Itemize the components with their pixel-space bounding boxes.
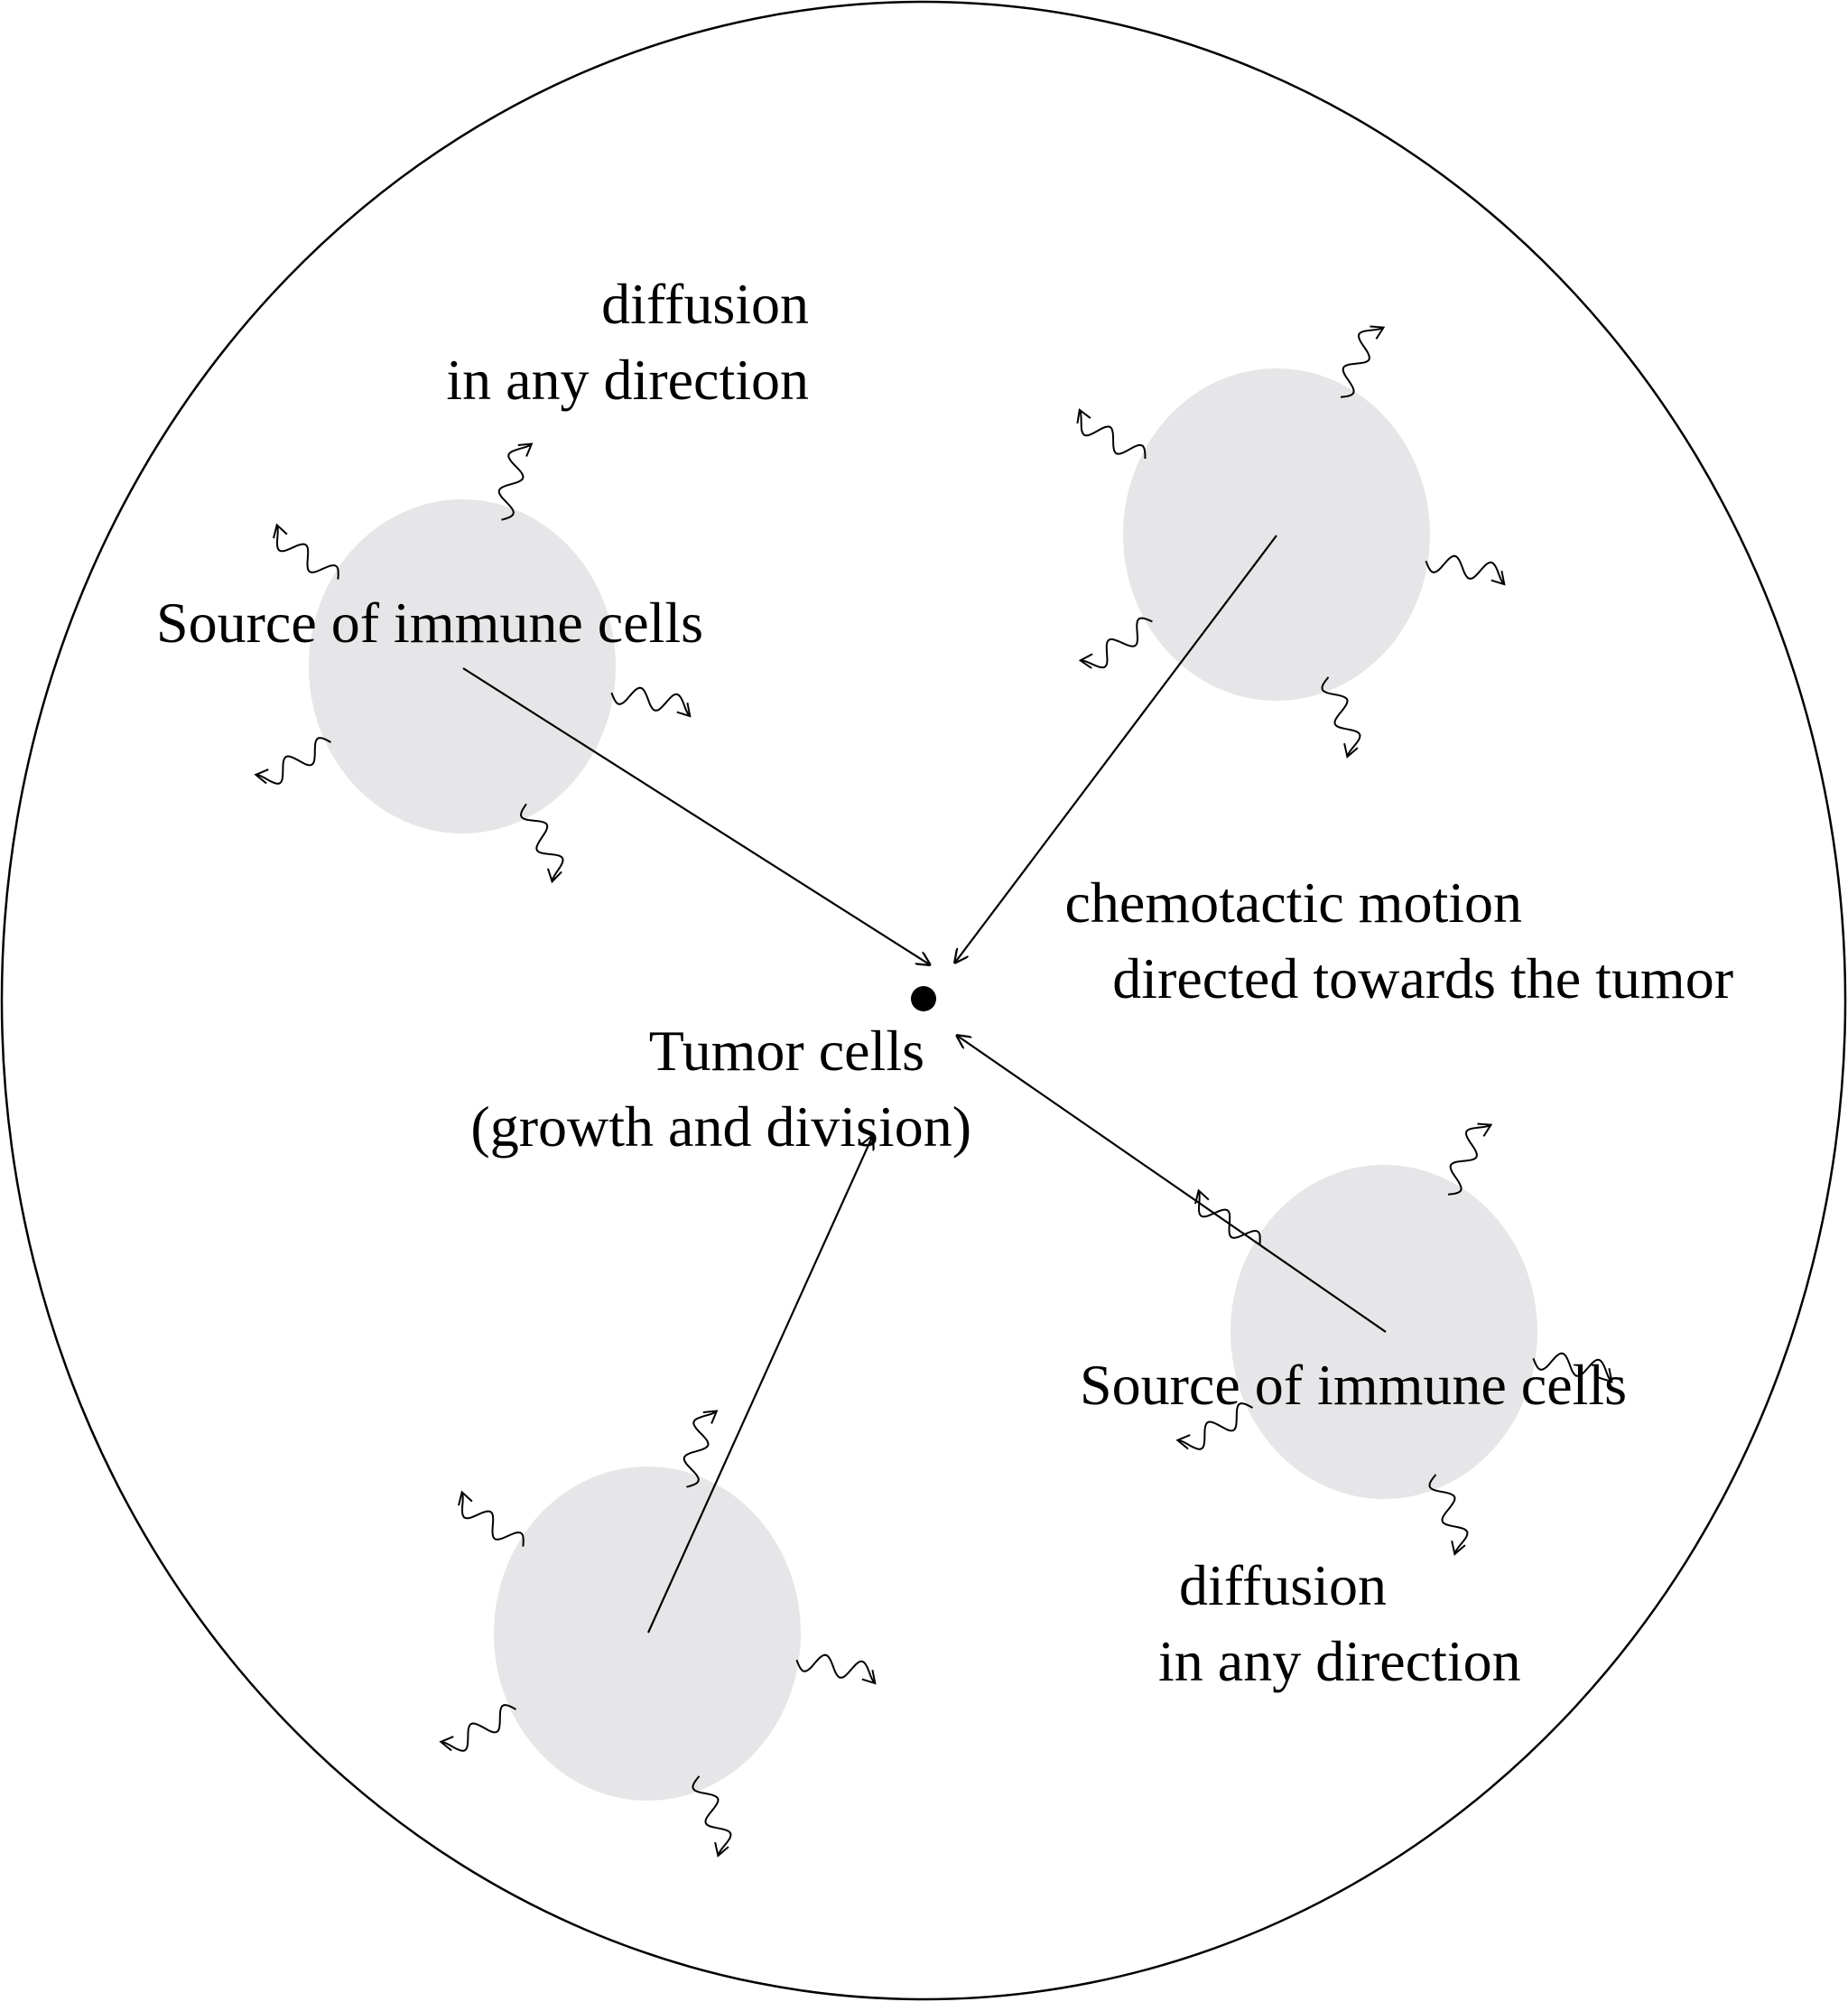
source-label-bottom-text: Source of immune cells [1080,1353,1628,1417]
diffusion-squiggle [255,737,331,785]
diffusion-arrowhead [1477,1122,1493,1137]
diffusion-squiggle [683,1410,718,1488]
diffusion-squiggle [1177,1402,1253,1450]
diffusion-arrowhead [1078,653,1093,669]
diffusion-arrowhead [1194,1188,1210,1205]
diffusion-arrowhead [517,442,534,457]
diffusion-squiggle [1447,1123,1491,1196]
chemotactic-label-line2: directed towards the tumor [1112,946,1733,1010]
diffusion-arrowhead [1175,1434,1191,1450]
diffusion-squiggle [1532,1352,1613,1383]
diffusion-squiggle [1197,1190,1261,1245]
tumor-label: Tumor cells (growth and division) [361,1013,971,1165]
immune-cell-sources [309,368,1537,1801]
tumor-label-line1: Tumor cells [648,1019,924,1083]
diffusion-arrowhead [1076,408,1091,424]
chemotaxis-arrow-from-bottom-right [956,1035,1387,1333]
diffusion-squiggle [1340,326,1384,398]
diffusion-arrowhead [1343,742,1359,759]
diffusion-squiggle [441,1704,516,1752]
diffusion-arrowhead [439,1736,454,1752]
diffusion-label-bottom-line2: in any direction [1158,1629,1521,1693]
tumor-dot [911,986,936,1011]
diffusion-arrowhead [676,703,692,718]
diffusion-squiggle [497,442,533,521]
diffusion-squiggle [1080,617,1153,669]
chemotactic-arrows [462,535,1387,1634]
immune-source-top-right [1123,368,1430,701]
chemotaxis-arrow-from-top-right [954,535,1277,964]
diffusion-arrowhead [458,1490,473,1506]
immune-source-top-left [309,499,616,833]
tumor-label-line2: (growth and division) [470,1094,971,1159]
diffusion-arrowhead [714,1841,729,1858]
diffusion-squiggle [1428,1474,1469,1555]
chemotaxis-arrow-from-bottom-left [646,1135,873,1634]
immune-source-bottom-right [1230,1165,1537,1499]
diffusion-arrowhead [254,768,269,785]
diffusion-arrowhead [546,868,562,884]
chemotaxis-arrow-from-top-left [462,667,931,965]
chemotactic-label: chemotactic motion directed towards the … [957,865,1734,1017]
immune-source-bottom-left [494,1467,801,1801]
diffusion-squiggle [692,1775,732,1857]
diffusion-squiggle [275,525,339,580]
diffusion-label-bottom: diffusion in any direction [1158,1548,1521,1699]
diffusion-squiggle [610,686,692,717]
source-label-bottom: Source of immune cells [1080,1347,1627,1423]
diffusion-arrowhead [1370,325,1386,340]
diffusion-arrows [254,325,1613,1858]
diffusion-label-bottom-line1: diffusion [1179,1553,1387,1617]
diffusion-squiggle [1078,409,1147,460]
source-label-top: Source of immune cells [156,585,703,661]
diffusion-squiggle [460,1492,525,1547]
diffusion-arrowhead [702,1410,719,1424]
source-label-top-text: Source of immune cells [156,591,704,655]
diffusion-arrowhead [1598,1368,1613,1383]
diffusion-arrowhead [1451,1540,1466,1556]
diffusion-squiggle [1321,676,1361,758]
diffusion-arrowhead [1490,571,1506,586]
chemotactic-label-line1: chemotactic motion [1064,871,1523,935]
diffusion-squiggle [519,803,564,882]
diffusion-arrowhead [273,523,288,539]
diffusion-label-top: diffusion in any direction [298,266,809,418]
diffusion-arrowhead [861,1670,877,1685]
diffusion-label-top-line2: in any direction [446,348,809,412]
diffusion-label-top-line1: diffusion [601,272,809,336]
diffusion-squiggle [1425,554,1506,585]
diffusion-squiggle [795,1653,877,1684]
